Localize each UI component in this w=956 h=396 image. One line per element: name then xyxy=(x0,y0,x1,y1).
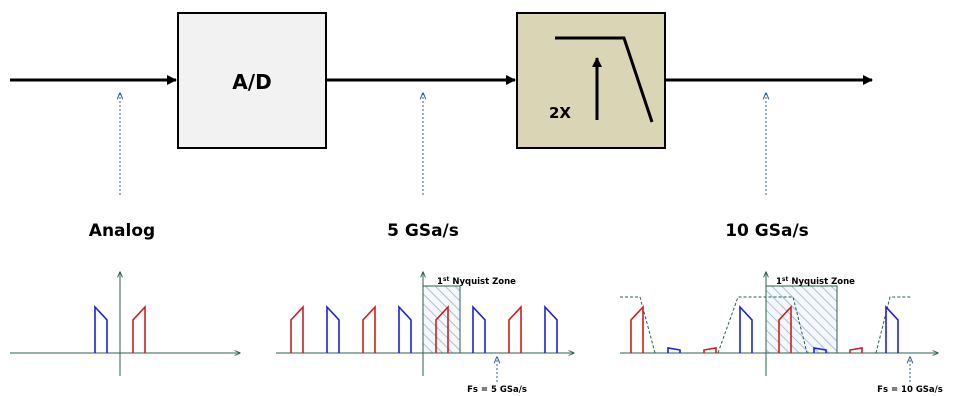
analog-pos-image xyxy=(132,304,146,353)
rate1-nyquist-zone xyxy=(422,285,461,354)
filter-response-center xyxy=(717,296,808,354)
filter-response-left xyxy=(620,296,656,354)
rate2-nyquist-zone xyxy=(765,285,838,354)
adc-label: A/D xyxy=(232,70,271,94)
rate2-label: 10 GSa/s xyxy=(725,221,809,241)
fs1-label: Fs = 5 GSa/s xyxy=(467,385,527,395)
analog-label: Analog xyxy=(89,221,155,241)
filter-response-right xyxy=(875,296,912,354)
interp-factor-label: 2X xyxy=(549,104,571,122)
rate2-spectrum xyxy=(620,272,938,382)
interpolation-filter-block xyxy=(516,12,666,149)
rate2-nyquist-label: 1st Nyquist Zone xyxy=(776,276,855,287)
analog-neg-image xyxy=(94,304,108,353)
rate1-label: 5 GSa/s xyxy=(387,221,459,241)
lowpass-filter-icon xyxy=(555,36,654,123)
rate1-spectrum xyxy=(276,272,574,382)
rate1-nyquist-label: 1st Nyquist Zone xyxy=(437,276,516,287)
fs2-label: Fs = 10 GSa/s xyxy=(877,385,943,395)
analog-spectrum xyxy=(10,272,240,376)
